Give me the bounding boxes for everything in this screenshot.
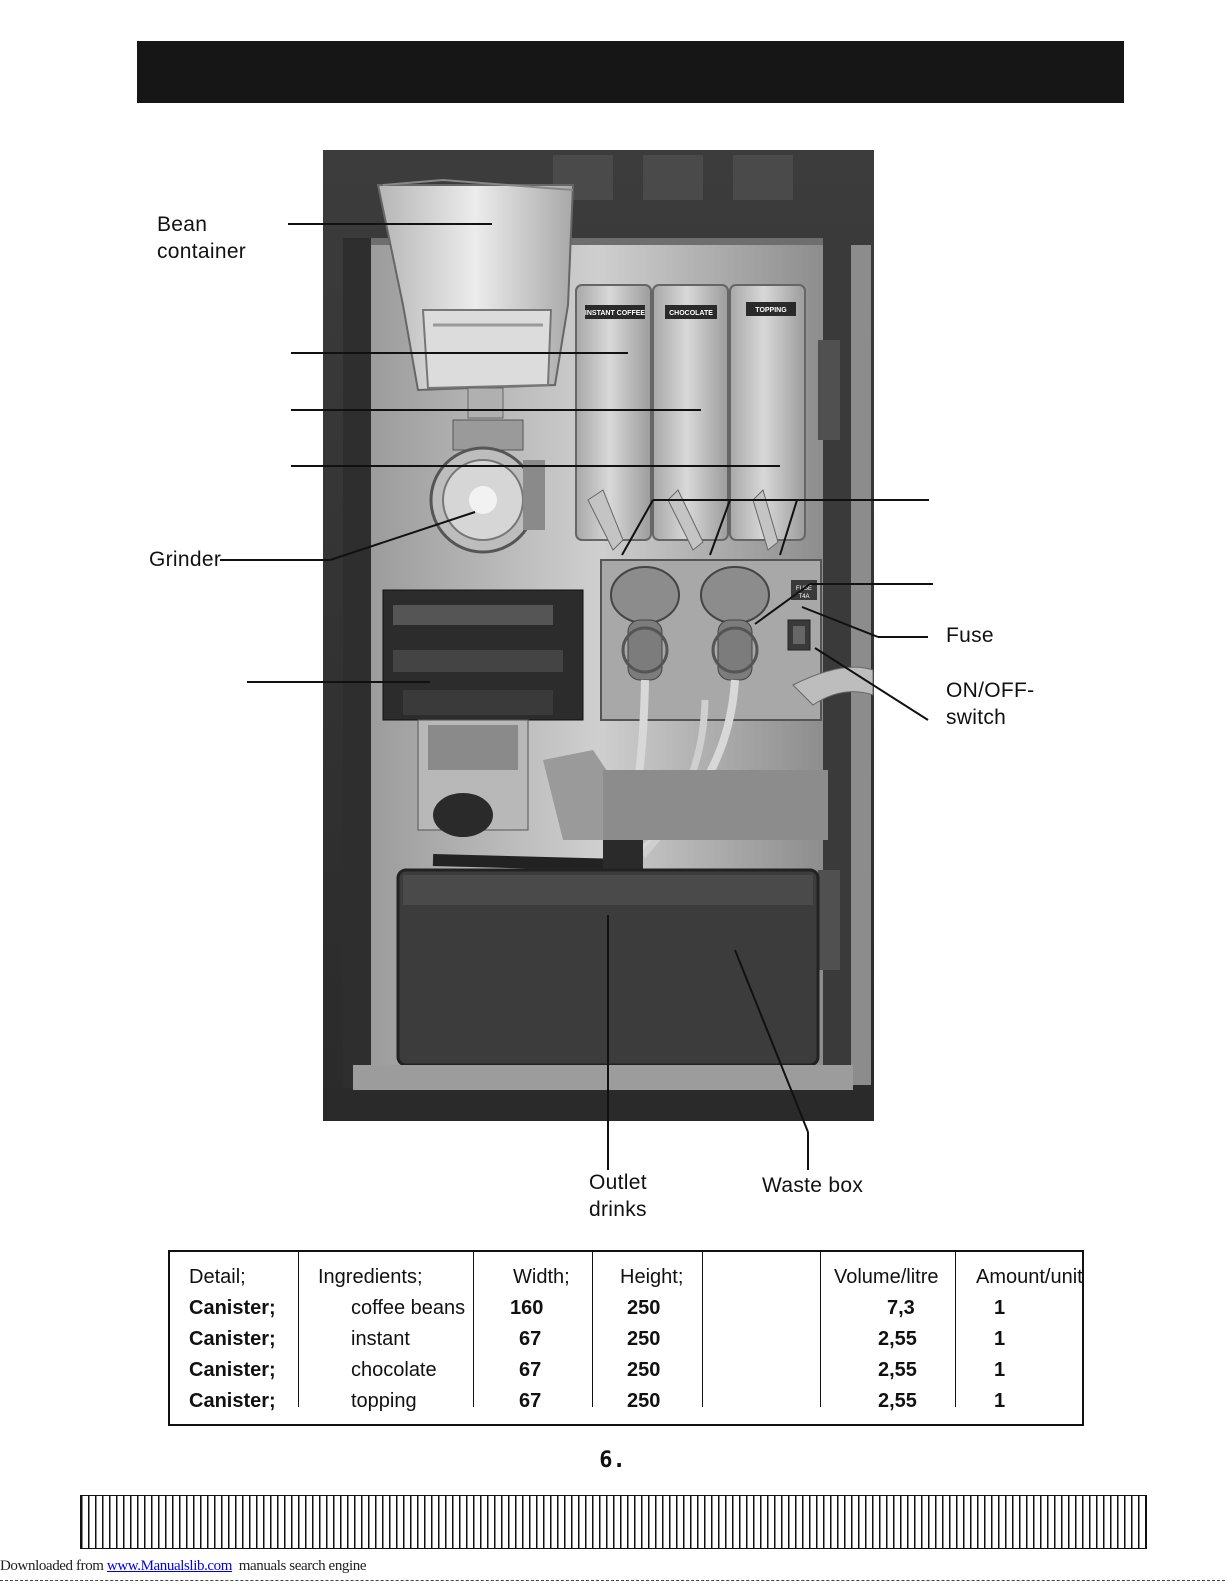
row-ingredient: chocolate xyxy=(351,1359,437,1381)
header-volume: Volume/litre xyxy=(834,1266,939,1288)
header-width: Width; xyxy=(513,1266,570,1288)
row-width: 67 xyxy=(519,1328,542,1350)
row-amount: 1 xyxy=(994,1390,1006,1412)
footer-prefix: Downloaded from xyxy=(0,1558,107,1574)
row-amount: 1 xyxy=(994,1328,1006,1350)
row-detail: Canister; xyxy=(189,1328,276,1350)
row-height: 250 xyxy=(627,1390,661,1412)
row-width: 67 xyxy=(519,1390,542,1412)
header-bar xyxy=(137,41,1124,103)
download-footer: Downloaded from www.Manualslib.com manua… xyxy=(0,1558,367,1575)
fuse-label-line2: T4A xyxy=(798,594,809,600)
row-detail: Canister; xyxy=(189,1359,276,1381)
canister-label-chocolate: CHOCOLATE xyxy=(669,310,713,317)
row-amount: 1 xyxy=(994,1297,1006,1319)
footer-suffix: manuals search engine xyxy=(232,1558,367,1574)
row-detail: Canister; xyxy=(189,1390,276,1412)
footer-stripe xyxy=(80,1495,1147,1549)
row-volume: 2,55 xyxy=(878,1390,917,1412)
row-height: 250 xyxy=(627,1359,661,1381)
fuse-label-line1: FUSE xyxy=(796,586,812,592)
header-amount: Amount/unit xyxy=(976,1266,1083,1288)
waste-box-label: Waste box xyxy=(762,1174,864,1197)
machine-photo: INSTANT COFFEE CHOCOLATE TOPPING FUSE T4… xyxy=(323,150,874,1121)
row-volume: 2,55 xyxy=(878,1328,917,1350)
ingredient-canisters: INSTANT COFFEE CHOCOLATE TOPPING xyxy=(575,284,806,551)
row-ingredient: instant xyxy=(351,1328,410,1350)
row-amount: 1 xyxy=(994,1359,1006,1381)
fuse-callout-label: Fuse xyxy=(946,624,994,647)
row-ingredient: coffee beans xyxy=(351,1297,466,1319)
row-volume: 7,3 xyxy=(887,1297,915,1319)
row-ingredient: topping xyxy=(351,1390,417,1412)
canister-label-instant: INSTANT COFFEE xyxy=(585,310,645,317)
header-ingredients: Ingredients; xyxy=(318,1266,423,1288)
specification-table: Detail; Ingredients; Width; Height; Volu… xyxy=(168,1250,1084,1426)
header-detail: Detail; xyxy=(189,1266,246,1288)
row-volume: 2,55 xyxy=(878,1359,917,1381)
outlet-drinks-label: Outlet drinks xyxy=(589,1171,647,1221)
row-width: 160 xyxy=(510,1297,544,1319)
page-number: 6. xyxy=(599,1448,626,1473)
bean-container-label: Bean container xyxy=(157,213,247,263)
canister-label-topping: TOPPING xyxy=(755,307,787,314)
on-off-switch-label: ON/OFF- switch xyxy=(946,679,1035,729)
row-detail: Canister; xyxy=(189,1297,276,1319)
row-height: 250 xyxy=(627,1328,661,1350)
row-width: 67 xyxy=(519,1359,542,1381)
manualslib-link[interactable]: www.Manualslib.com xyxy=(106,1558,233,1574)
header-height: Height; xyxy=(620,1266,684,1288)
footer-divider xyxy=(0,1580,1225,1581)
grinder-label: Grinder xyxy=(149,548,222,571)
row-height: 250 xyxy=(627,1297,661,1319)
